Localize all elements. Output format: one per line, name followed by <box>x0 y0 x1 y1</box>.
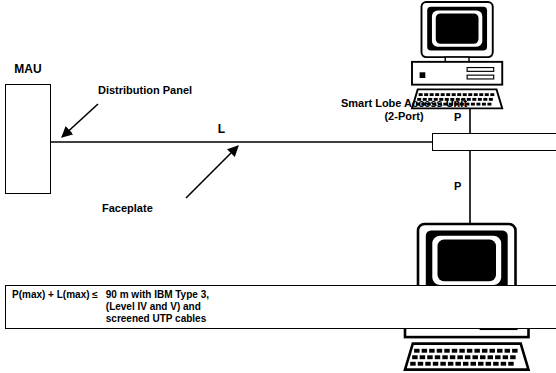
formula: P(max) + L(max) ≤ <box>12 289 98 325</box>
length-label: L <box>218 122 225 136</box>
leader-arrow <box>62 104 98 137</box>
mau-box: MAU <box>5 62 51 194</box>
cable-label: P <box>454 111 461 124</box>
computer-icon <box>412 2 502 108</box>
leader-arrow <box>186 146 238 198</box>
mau-outline <box>5 84 51 194</box>
callout-label: Distribution Panel <box>98 84 192 97</box>
callout-label: Faceplate <box>102 202 153 215</box>
node-heading: MAU <box>5 62 51 76</box>
patch-cable <box>469 150 471 224</box>
rule-box: P(max) + L(max) ≤90 m with IBM Type 3, (… <box>5 285 556 329</box>
access-unit: Smart Lobe Access Unit (2-Port) <box>432 97 556 151</box>
cable-label: P <box>454 180 461 193</box>
node-heading: Smart Lobe Access Unit (2-Port) <box>334 97 474 123</box>
access-unit-outline <box>432 133 556 151</box>
lobe-cable <box>51 141 432 143</box>
limit-note: 90 m with IBM Type 3, (Level IV and V) a… <box>106 289 234 325</box>
